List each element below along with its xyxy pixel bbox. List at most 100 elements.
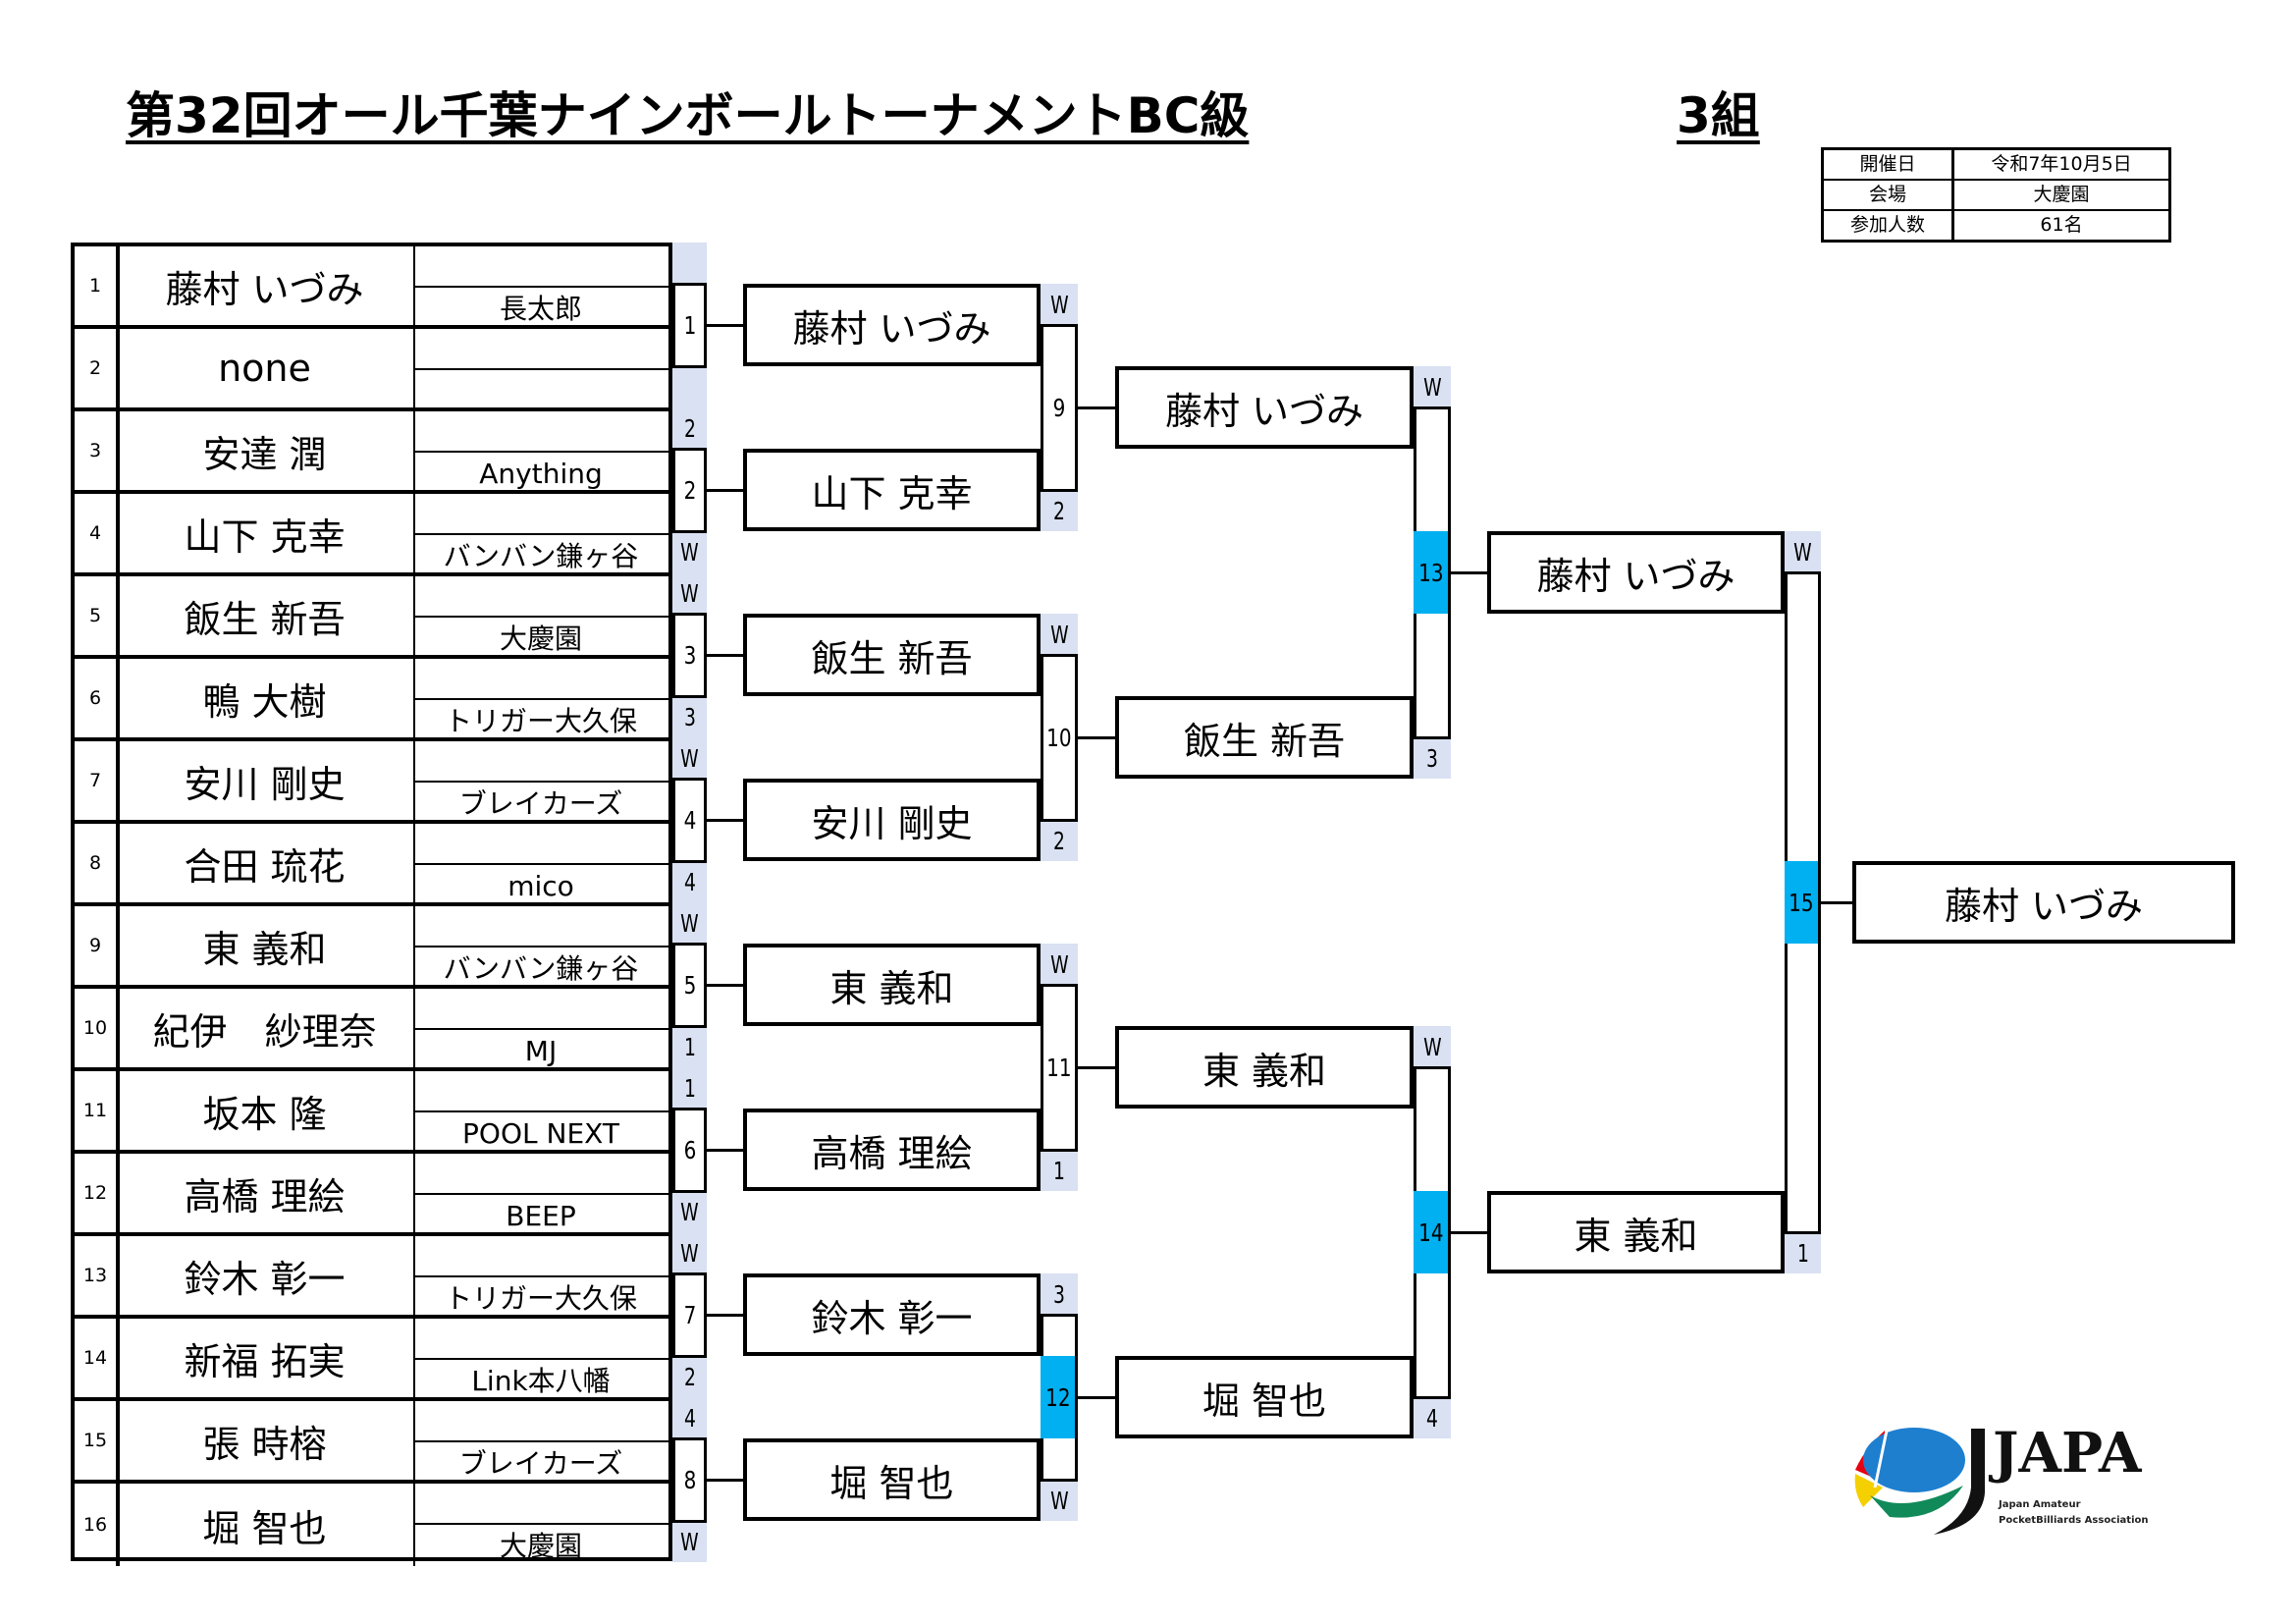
match-number-box: 3: [672, 613, 707, 698]
player-team: Anything: [479, 458, 603, 490]
seed-number: 15: [75, 1401, 120, 1480]
match-number: 5: [683, 971, 696, 1000]
score-text: 1: [1796, 1238, 1809, 1268]
score-cell: [672, 366, 707, 407]
score-cell: W: [672, 902, 707, 944]
score-cell: [672, 243, 707, 284]
team-blank-cell: [413, 989, 668, 1030]
connector-line: [705, 1149, 744, 1152]
player-team: Link本八幡: [471, 1365, 611, 1397]
score-cell: 2: [672, 1356, 707, 1397]
match-number: 6: [683, 1136, 696, 1164]
seed-number: 13: [75, 1236, 120, 1315]
score-text: 1: [1053, 1156, 1065, 1185]
group-label: 3組: [1677, 87, 1760, 144]
score-cell: 1: [1041, 1150, 1078, 1191]
team-blank-cell: [413, 741, 668, 783]
connector-line: [1076, 1066, 1116, 1069]
score-cell: W: [1785, 531, 1821, 572]
match-number: 15: [1789, 888, 1814, 917]
match-number-highlight: 12: [1041, 1356, 1075, 1438]
team-blank-cell: [413, 1484, 668, 1525]
player-name: 藤村 いづみ: [116, 246, 415, 325]
player-name: none: [116, 329, 415, 407]
score-cell: 2: [1041, 490, 1078, 531]
team-blank-cell: [413, 1236, 668, 1277]
seed-number: 7: [75, 741, 120, 820]
connector-line: [705, 1479, 744, 1482]
player-name: 紀伊 紗理奈: [116, 989, 415, 1067]
match-number: 11: [1046, 1054, 1072, 1082]
score-text: 1: [683, 1032, 696, 1061]
match-number: 12: [1044, 1382, 1071, 1412]
japa-logo-icon: JAPA Japan Amateur PocketBilliards Assoc…: [1854, 1421, 2149, 1535]
info-value: 61名: [2040, 214, 2083, 236]
score-text: 3: [1426, 743, 1438, 773]
player-name: 安川 剛史: [116, 741, 415, 820]
japa-logo: JAPA Japan Amateur PocketBilliards Assoc…: [1845, 1409, 2189, 1537]
seed-number: 6: [75, 659, 120, 737]
match-number: 14: [1417, 1218, 1444, 1247]
score-cell: W: [672, 1521, 707, 1562]
score-cell: W: [1041, 944, 1078, 985]
info-label: 参加人数: [1824, 211, 1954, 242]
player-team: 長太郎: [499, 293, 582, 325]
team-blank-cell: [413, 329, 668, 370]
info-label: 会場: [1824, 181, 1954, 209]
team-blank-cell: [413, 576, 668, 618]
logo-wordmark: JAPA: [1988, 1421, 2143, 1486]
score-text: W: [1049, 949, 1069, 979]
advancer-box: 藤村 いづみ: [1487, 531, 1785, 614]
score-text: 1: [683, 1073, 696, 1103]
score-text: W: [680, 578, 699, 608]
seed-number: 5: [75, 576, 120, 655]
score-text: W: [680, 743, 699, 773]
seed-number: 10: [75, 989, 120, 1067]
player-team: POOL NEXT: [462, 1117, 619, 1150]
score-cell: W: [672, 572, 707, 614]
connector-line: [705, 654, 744, 657]
advancer-box: 山下 克幸: [743, 449, 1041, 531]
score-cell: 1: [1785, 1232, 1821, 1273]
match-number-box: 4: [672, 778, 707, 863]
score-cell: W: [672, 737, 707, 779]
connector-line: [705, 489, 744, 492]
tournament-title: 第32回オール千葉ナインボールトーナメントBC級: [126, 87, 1250, 144]
player-name: 鴨 大樹: [116, 659, 415, 737]
logo-subtitle-2: PocketBilliards Association: [1999, 1515, 2149, 1526]
player-team: [413, 370, 668, 407]
advancer-box: 堀 智也: [1115, 1356, 1414, 1438]
player-team: ブレイカーズ: [458, 787, 623, 820]
score-text: 4: [683, 867, 696, 896]
score-cell: 4: [1414, 1397, 1451, 1438]
match-number: 3: [683, 641, 696, 670]
connector-line: [1449, 1231, 1488, 1234]
connector-line: [1076, 406, 1116, 409]
score-cell: W: [1041, 284, 1078, 325]
player-team: トリガー大久保: [444, 705, 637, 737]
logo-subtitle-1: Japan Amateur: [1998, 1499, 2081, 1510]
score-text: W: [1049, 1486, 1069, 1515]
connector-line: [1449, 571, 1488, 574]
score-cell: W: [672, 1232, 707, 1273]
score-text: W: [1049, 620, 1069, 649]
match-number-box: 8: [672, 1437, 707, 1523]
score-cell: W: [672, 531, 707, 572]
score-text: W: [680, 1238, 699, 1268]
player-team: mico: [507, 870, 574, 902]
advancer-box: 藤村 いづみ: [1115, 366, 1414, 449]
seed-number: 16: [75, 1484, 120, 1566]
player-team: バンバン鎌ヶ谷: [443, 540, 639, 572]
match-number-box: 5: [672, 943, 707, 1028]
info-row-venue: 会場 大慶園: [1824, 181, 2168, 211]
